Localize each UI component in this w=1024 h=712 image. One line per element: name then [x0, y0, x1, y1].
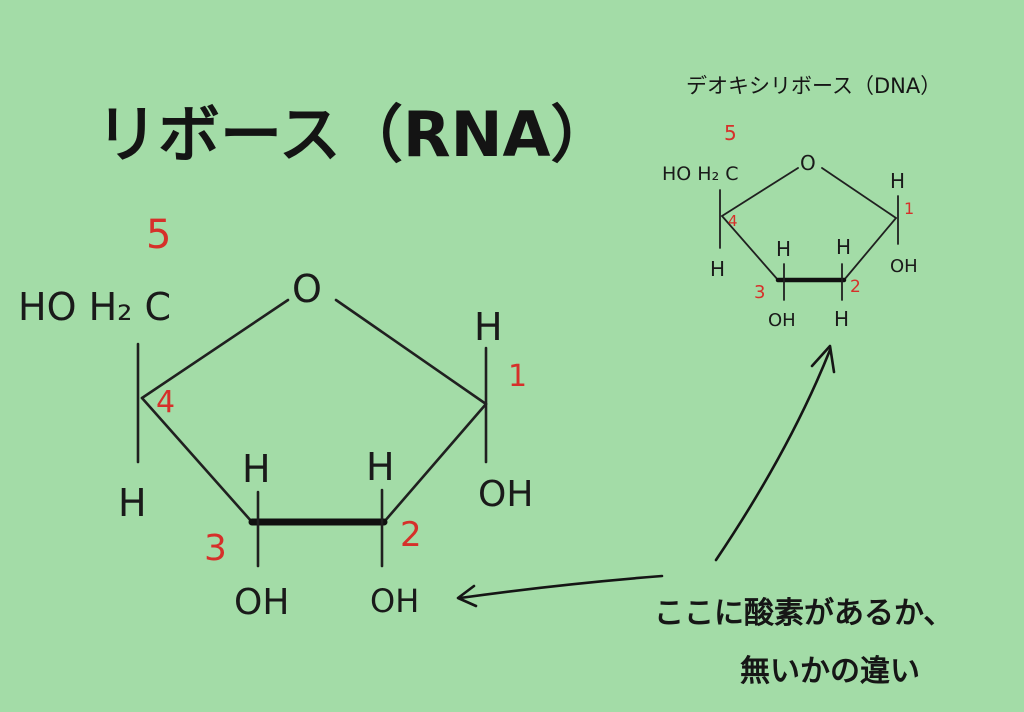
ribose-c3-oh: OH	[234, 582, 289, 623]
deoxyribose-bond-c4-c3	[721, 215, 779, 281]
deoxyribose-carbon-number-2: 2	[850, 277, 861, 297]
deoxyribose-ring-oxygen: O	[800, 151, 816, 175]
ribose-c1-h-top: H	[474, 305, 503, 349]
ribose-carbon-number-4: 4	[156, 385, 175, 420]
deoxyribose-carbon-number-3: 3	[754, 282, 765, 303]
ribose-bond-o-c4	[140, 298, 290, 400]
ribose-c5-group: HO H₂ C	[18, 285, 171, 329]
deoxyribose-c1-h-top: H	[890, 169, 905, 193]
deoxyribose-c2-h-top: H	[836, 235, 851, 259]
ribose-carbon-number-3: 3	[204, 528, 227, 569]
ribose-c4-h: H	[118, 481, 147, 525]
ribose-carbon-number-1: 1	[508, 359, 527, 394]
deoxyribose-title: デオキシリボース（DNA）	[686, 74, 941, 98]
ribose-c3-h-top: H	[242, 447, 271, 491]
deoxyribose-bond-o-c1	[821, 167, 897, 219]
ribose-carbon-number-5: 5	[146, 212, 171, 258]
ribose-c1-oh: OH	[478, 474, 533, 515]
ribose-structure: O HO H₂ C H H OH H OH H OH 5 4 3 2 1	[18, 212, 533, 623]
arrow-to-deoxyribose-h	[714, 344, 836, 562]
ribose-c2-oh: OH	[370, 582, 419, 620]
deoxyribose-carbon-number-1: 1	[904, 199, 914, 218]
deoxyribose-carbon-number-5: 5	[724, 121, 737, 145]
deoxyribose-structure: O HO H₂ C H H OH H H H OH 5 4 3 2 1	[662, 121, 918, 331]
deoxyribose-carbon-number-4: 4	[728, 212, 738, 230]
deoxyribose-c4-h: H	[710, 257, 725, 281]
deoxyribose-c1-oh: OH	[890, 256, 918, 277]
ribose-ring-oxygen: O	[292, 267, 322, 311]
deoxyribose-bond-o-c4	[721, 167, 799, 217]
arrow-to-ribose-oh	[456, 574, 664, 608]
deoxyribose-c3-h-top: H	[776, 237, 791, 261]
ribose-c2-h-top: H	[366, 445, 395, 489]
ribose-bond-c4-c3	[140, 396, 254, 524]
deoxyribose-bond-c1-c2	[843, 217, 897, 281]
deoxyribose-c2-h-bottom: H	[834, 307, 849, 331]
ribose-carbon-number-2: 2	[400, 515, 422, 555]
deoxyribose-c3-oh: OH	[768, 310, 796, 331]
page-title: リボース（RNA）	[96, 98, 613, 171]
ribose-bond-o-c1	[334, 298, 488, 406]
deoxyribose-c5-group: HO H₂ C	[662, 163, 739, 185]
ribose-bond-c1-c2	[382, 402, 488, 524]
note-line-2: 無いかの違い	[740, 654, 920, 689]
note-line-1: ここに酸素があるか、	[654, 596, 953, 631]
